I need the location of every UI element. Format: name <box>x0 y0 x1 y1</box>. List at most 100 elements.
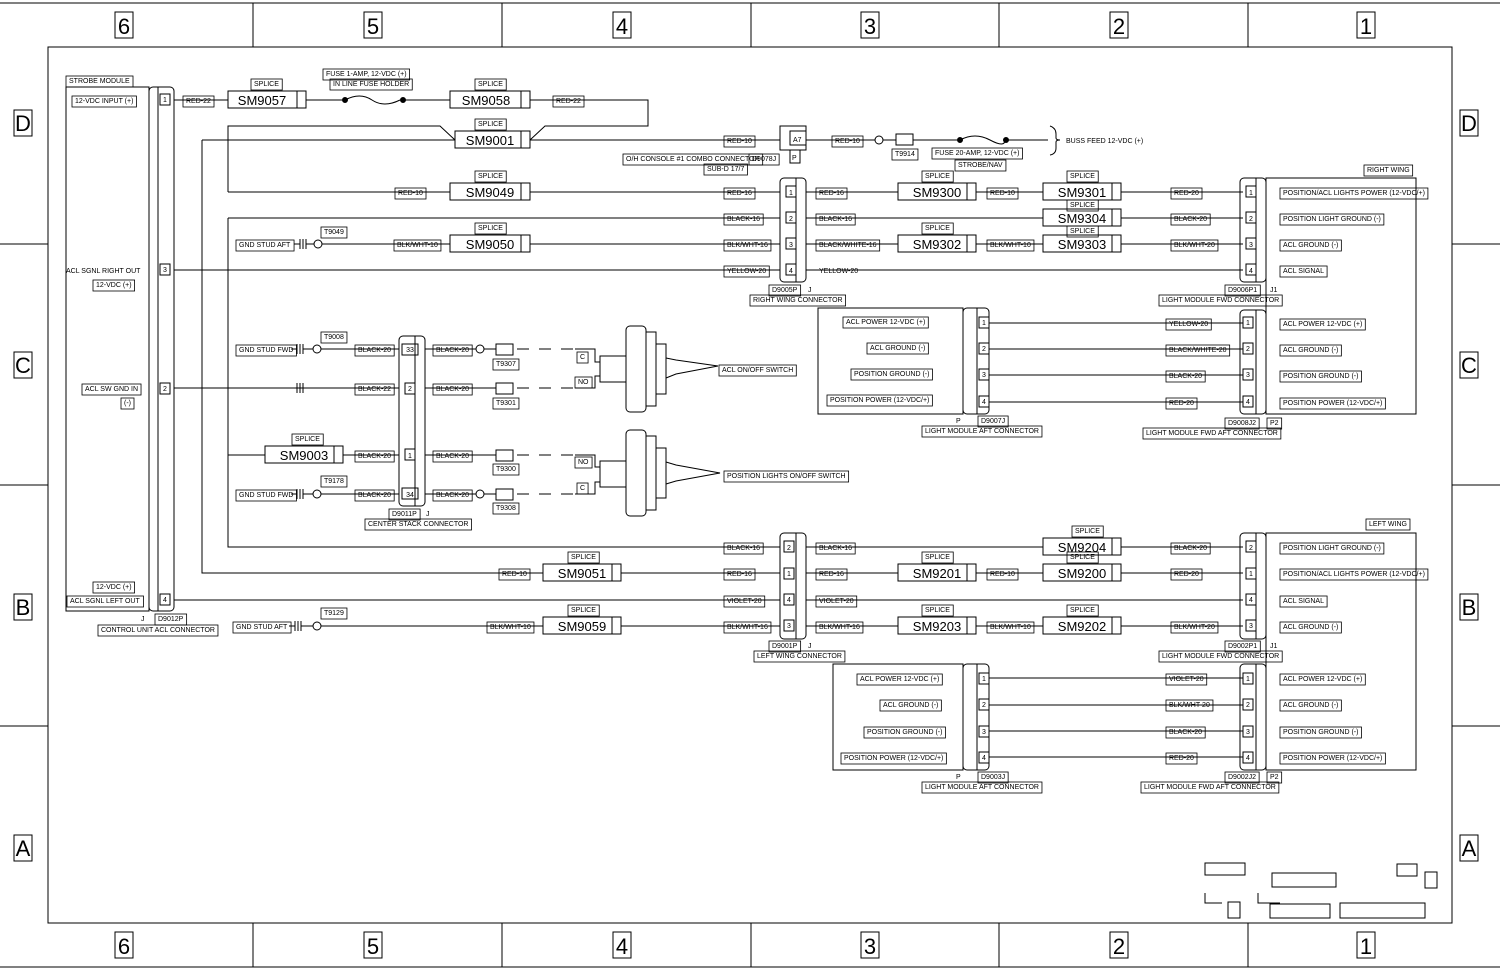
wire-label: RED-16 <box>727 190 752 197</box>
label-box <box>1266 417 1283 430</box>
label: SUB-D 17/7 <box>707 166 744 173</box>
zone-col-label: 6 <box>118 14 130 39</box>
label-box <box>1365 518 1411 531</box>
label-box <box>879 699 942 712</box>
label-box <box>1279 699 1342 712</box>
wire-label: BLACK-20 <box>1169 373 1202 380</box>
pin-number: 3 <box>1249 623 1253 630</box>
label-box <box>1066 604 1099 617</box>
pin-number: 1 <box>982 320 986 327</box>
label-box <box>1279 568 1429 581</box>
splice-id: SM9203 <box>913 619 961 634</box>
pin-number: 2 <box>408 386 412 393</box>
connector-label: LIGHT MODULE AFT CONNECTOR <box>925 428 1039 435</box>
splice-label: SPLICE <box>1070 202 1095 209</box>
label-box <box>1266 771 1283 784</box>
pin-number: 3 <box>982 729 986 736</box>
label: ACL SGNL LEFT OUT <box>70 598 140 605</box>
pin-number: 4 <box>163 597 167 604</box>
label-box <box>182 95 215 108</box>
pin-number: 1 <box>1249 571 1253 578</box>
splice-label: SPLICE <box>571 554 596 561</box>
splice-label: SPLICE <box>478 225 503 232</box>
wire-label: BLACK-16 <box>819 545 852 552</box>
label: NO <box>578 379 589 386</box>
wire-label: VIOLET-20 <box>819 598 854 605</box>
wire-label: RED-22 <box>186 98 211 105</box>
wire-label: BLACK-20 <box>1174 545 1207 552</box>
label-box <box>492 397 520 410</box>
label: (-) <box>124 400 131 407</box>
label: 12-VDC (+) <box>96 584 132 591</box>
pin-number: 2 <box>1249 545 1253 552</box>
label-box <box>723 135 756 148</box>
label-box <box>954 159 1007 172</box>
label: ACL POWER 12-VDC (+) <box>860 676 939 683</box>
label-box <box>768 284 802 297</box>
label: T9008 <box>324 334 344 341</box>
splice-id: SM9001 <box>466 133 514 148</box>
label-box <box>388 508 421 521</box>
label-box <box>576 351 589 364</box>
label: T9301 <box>496 400 516 407</box>
label: P2 <box>1270 420 1279 427</box>
label-box <box>1279 370 1362 383</box>
wire-label: RED-10 <box>502 571 527 578</box>
label: J <box>808 287 812 294</box>
wire-label: BLK/WHT-20 <box>1174 242 1215 249</box>
label-box <box>768 640 802 653</box>
label: T9178 <box>324 478 344 485</box>
splice-id: SM9058 <box>462 93 510 108</box>
zone-row-label: D <box>15 111 31 136</box>
splice-id: SM9201 <box>913 566 961 581</box>
pin-number: 1 <box>787 571 791 578</box>
label-box <box>492 502 520 515</box>
label-box <box>921 604 954 617</box>
label-box <box>1165 318 1212 331</box>
splice-id: SM9200 <box>1058 566 1106 581</box>
label-box <box>432 489 473 502</box>
label: IN LINE FUSE HOLDER <box>333 81 409 88</box>
wire-label: RED-20 <box>1169 755 1194 762</box>
splice-id: SM9050 <box>466 237 514 252</box>
wire-label: BLK/WHT-16 <box>727 624 768 631</box>
wire-label: BLACK-16 <box>819 216 852 223</box>
right-wing-light-module <box>1265 177 1417 415</box>
wire-label: RED-16 <box>727 571 752 578</box>
zone-row-label: D <box>1461 111 1477 136</box>
label-box <box>574 376 593 389</box>
label: D9012P <box>158 616 184 623</box>
label: T9300 <box>496 466 516 473</box>
splice-id: SM9300 <box>913 185 961 200</box>
wire-label: BLACK-20 <box>436 347 469 354</box>
label: POSITION LIGHTS ON/OFF SWITCH <box>727 473 846 480</box>
label-box <box>1165 726 1206 739</box>
splice-id: SM9302 <box>913 237 961 252</box>
label-box <box>432 344 473 357</box>
label-box <box>1165 397 1198 410</box>
wire-label: BLACK-20 <box>358 347 391 354</box>
label-box <box>1142 427 1282 440</box>
zone-row-label: B <box>16 595 31 620</box>
label-box <box>1170 187 1203 200</box>
label-box <box>723 542 764 555</box>
label-box <box>815 595 858 608</box>
zone-col-label: 3 <box>864 14 876 39</box>
label: T9914 <box>895 151 915 158</box>
label-box <box>1279 239 1342 252</box>
zone-row-label: A <box>1462 836 1477 861</box>
left-wing-light-module <box>1265 532 1417 771</box>
pin-number: 2 <box>1249 216 1253 223</box>
label: STROBE/NAV <box>958 162 1003 169</box>
label-box <box>71 95 137 108</box>
connector-label: LIGHT MODULE AFT CONNECTOR <box>925 784 1039 791</box>
label: POSITION GROUND (-) <box>854 371 929 378</box>
label: ACL SIGNAL <box>1283 268 1324 275</box>
label-box <box>891 148 919 161</box>
label-box <box>723 621 772 634</box>
label: ACL GROUND (-) <box>870 345 925 352</box>
label-box <box>986 239 1035 252</box>
label-box <box>1224 417 1260 430</box>
label-box <box>1165 344 1231 357</box>
label: ACL GROUND (-) <box>1283 624 1338 631</box>
